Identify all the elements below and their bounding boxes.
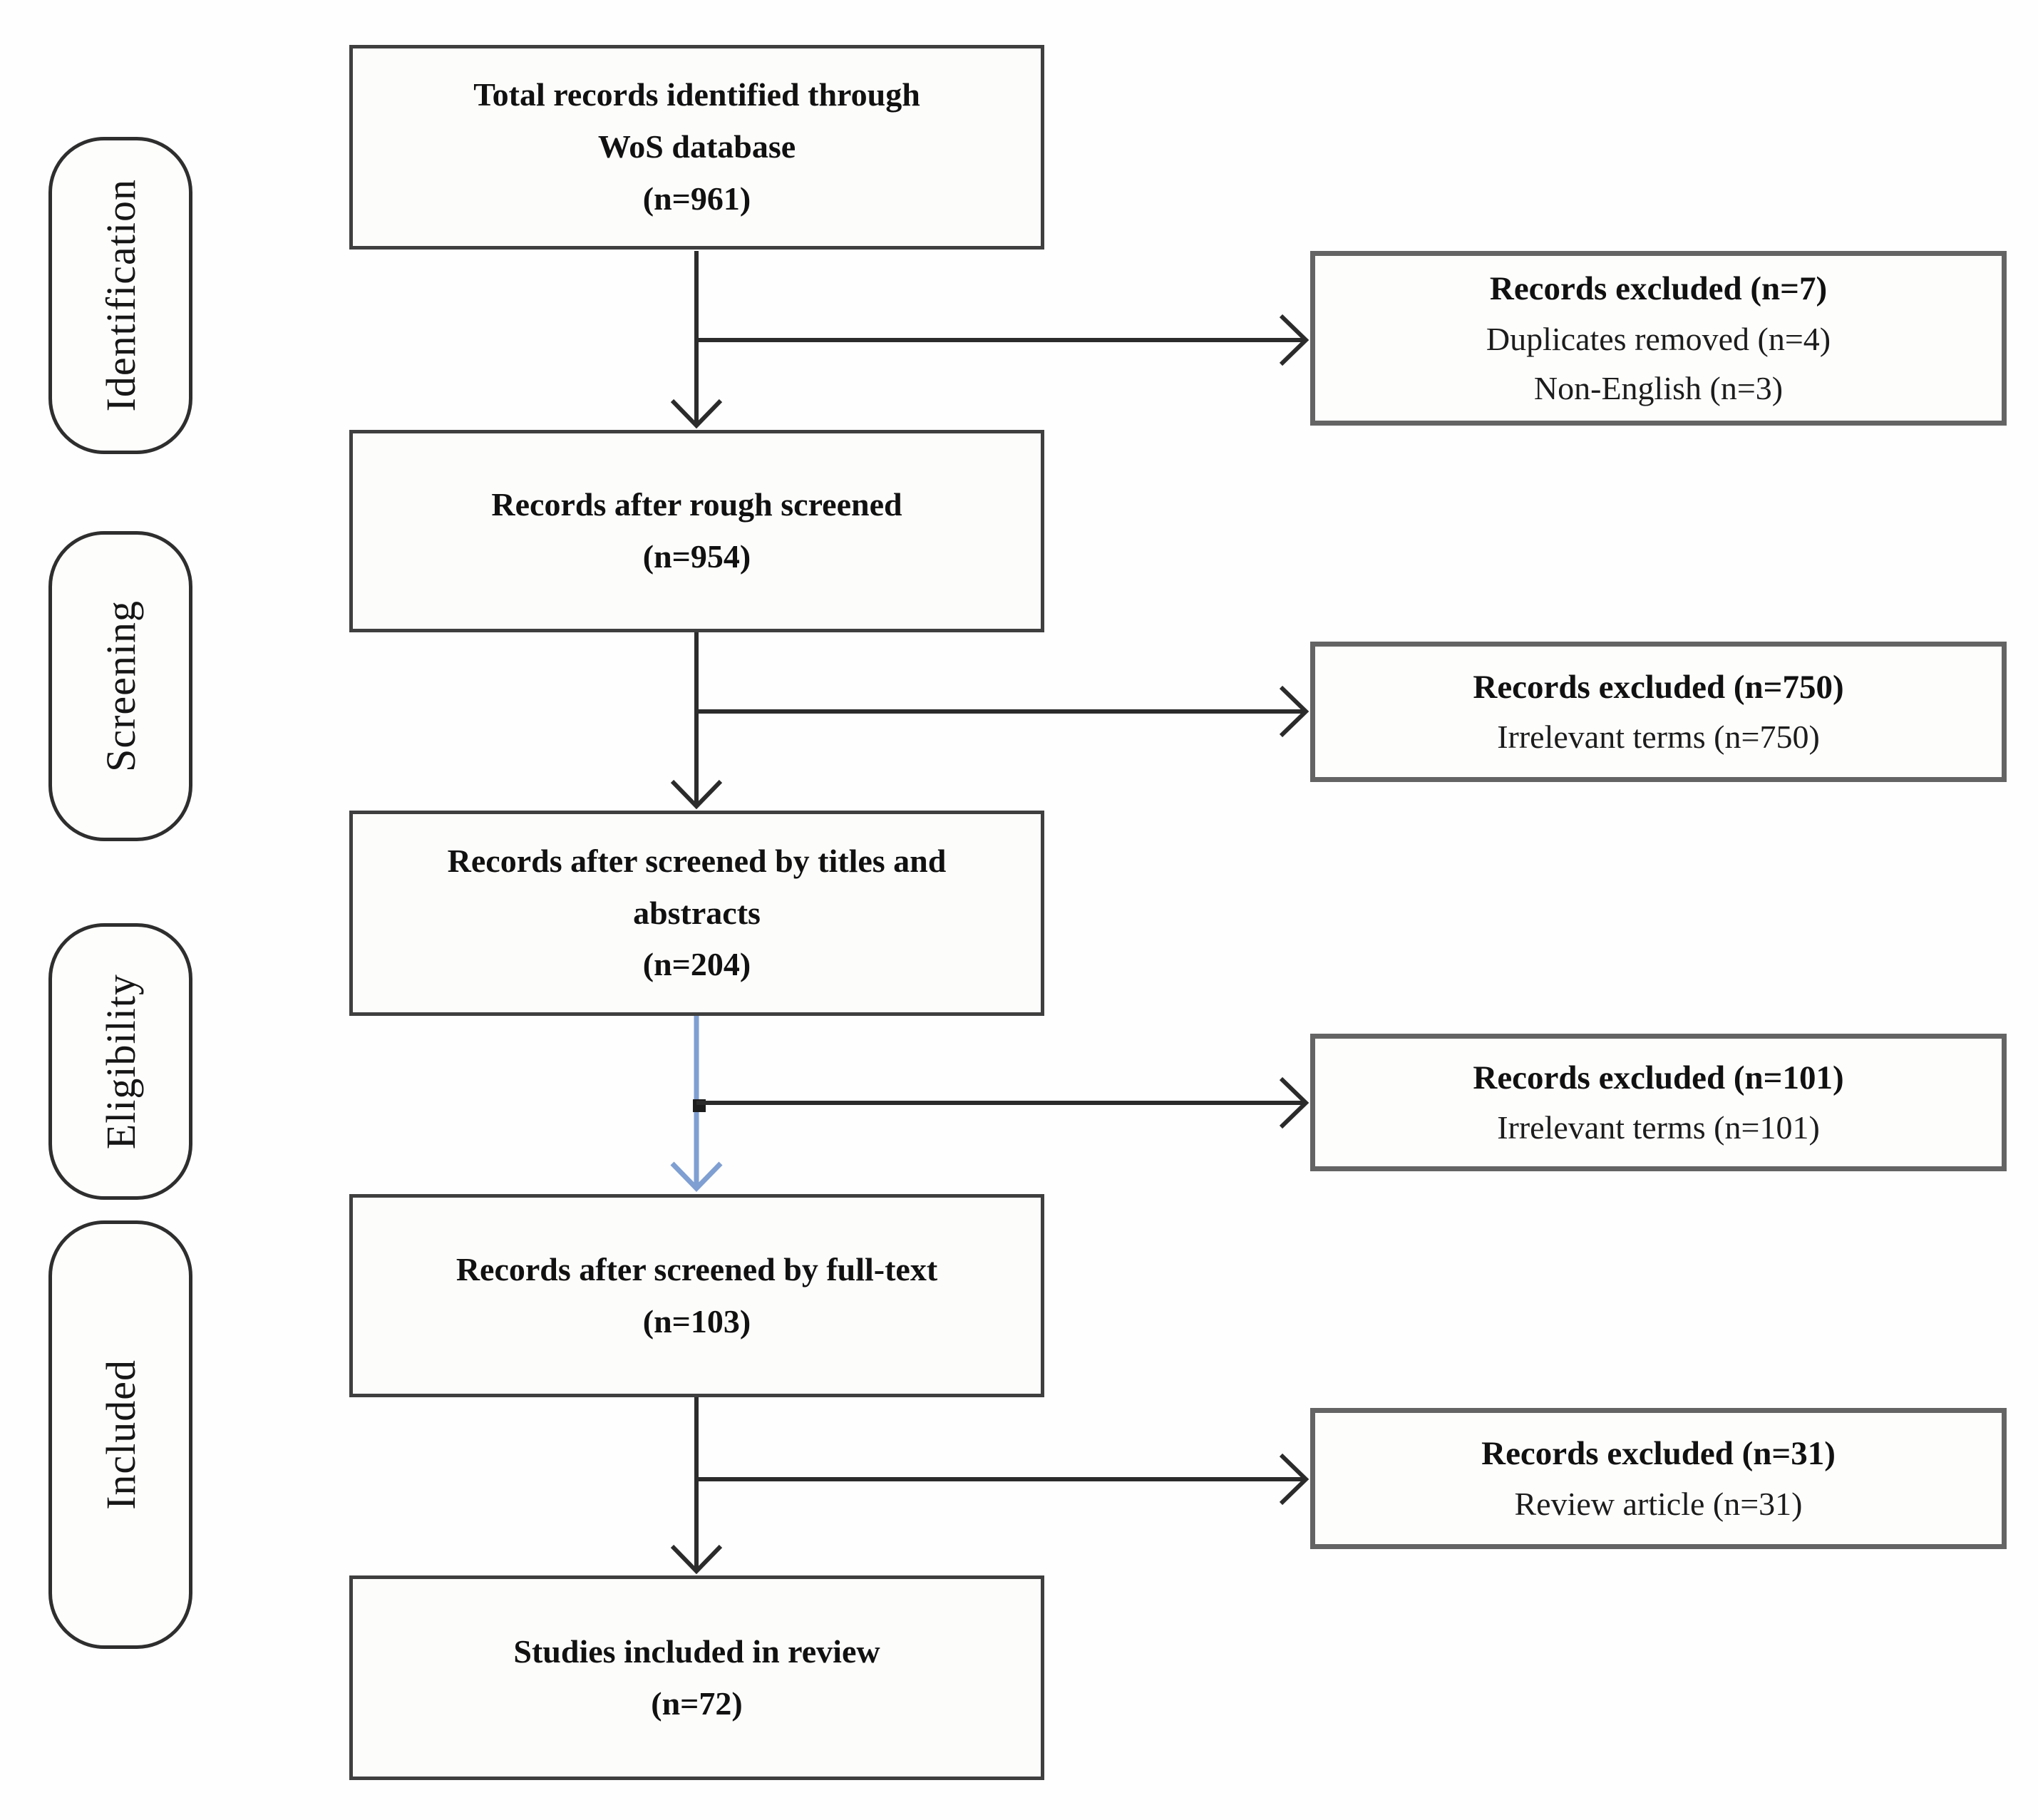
box-excluded-4-title: Records excluded (n=31) [1481, 1435, 1836, 1473]
box-fulltext-screened: Records after screened by full-text (n=1… [349, 1194, 1044, 1397]
phase-screening-label: Screening [97, 600, 144, 772]
box-titles-abstracts-count: (n=204) [642, 946, 751, 983]
arrow-fulltext-to-included [670, 1397, 723, 1575]
box-excluded-2: Records excluded (n=750) Irrelevant term… [1310, 642, 2007, 782]
box-excluded-3-title: Records excluded (n=101) [1473, 1059, 1844, 1096]
box-excluded-3: Records excluded (n=101) Irrelevant term… [1310, 1034, 2007, 1171]
box-titles-abstracts-label: Records after screened by titles and abs… [447, 842, 947, 931]
phase-identification-label: Identification [97, 179, 144, 412]
box-studies-included: Studies included in review (n=72) [349, 1575, 1044, 1780]
box-excluded-4-detail-1: Review article (n=31) [1514, 1485, 1803, 1522]
arrow-screening-to-titles [670, 632, 723, 810]
arrow-to-excluded-2 [696, 685, 1309, 738]
arrow-to-excluded-1 [696, 314, 1309, 366]
arrow-to-excluded-4 [696, 1453, 1309, 1506]
box-rough-screened-count: (n=954) [642, 538, 751, 575]
box-records-identified: Total records identified through WoS dat… [349, 45, 1044, 250]
box-excluded-1-title: Records excluded (n=7) [1489, 270, 1828, 308]
box-records-identified-count: (n=961) [642, 180, 751, 217]
phase-eligibility-label: Eligibility [97, 973, 144, 1150]
box-titles-abstracts: Records after screened by titles and abs… [349, 811, 1044, 1016]
phase-eligibility: Eligibility [48, 923, 192, 1200]
box-rough-screened-label: Records after rough screened [491, 486, 902, 523]
box-fulltext-screened-label: Records after screened by full-text [456, 1250, 938, 1287]
box-excluded-1: Records excluded (n=7) Duplicates remove… [1310, 251, 2007, 426]
phase-screening: Screening [48, 531, 192, 841]
box-excluded-3-detail-1: Irrelevant terms (n=101) [1497, 1109, 1820, 1146]
arrow-to-excluded-3 [693, 1076, 1309, 1129]
arrow-titles-to-fulltext-blue [670, 1016, 723, 1193]
box-studies-included-count: (n=72) [651, 1685, 743, 1722]
phase-included: Included [48, 1220, 192, 1649]
phase-included-label: Included [97, 1359, 144, 1510]
box-excluded-2-detail-1: Irrelevant terms (n=750) [1497, 719, 1820, 756]
box-rough-screened: Records after rough screened (n=954) [349, 430, 1044, 632]
arrow-identification-to-screening [670, 251, 723, 429]
box-excluded-2-title: Records excluded (n=750) [1473, 668, 1844, 706]
phase-identification: Identification [48, 137, 192, 454]
box-records-identified-label: Total records identified through WoS dat… [473, 76, 920, 165]
box-studies-included-label: Studies included in review [513, 1633, 880, 1670]
box-excluded-1-detail-2: Non-English (n=3) [1533, 369, 1784, 406]
box-excluded-4: Records excluded (n=31) Review article (… [1310, 1408, 2007, 1549]
box-fulltext-screened-count: (n=103) [642, 1302, 751, 1340]
box-excluded-1-detail-1: Duplicates removed (n=4) [1486, 320, 1831, 357]
